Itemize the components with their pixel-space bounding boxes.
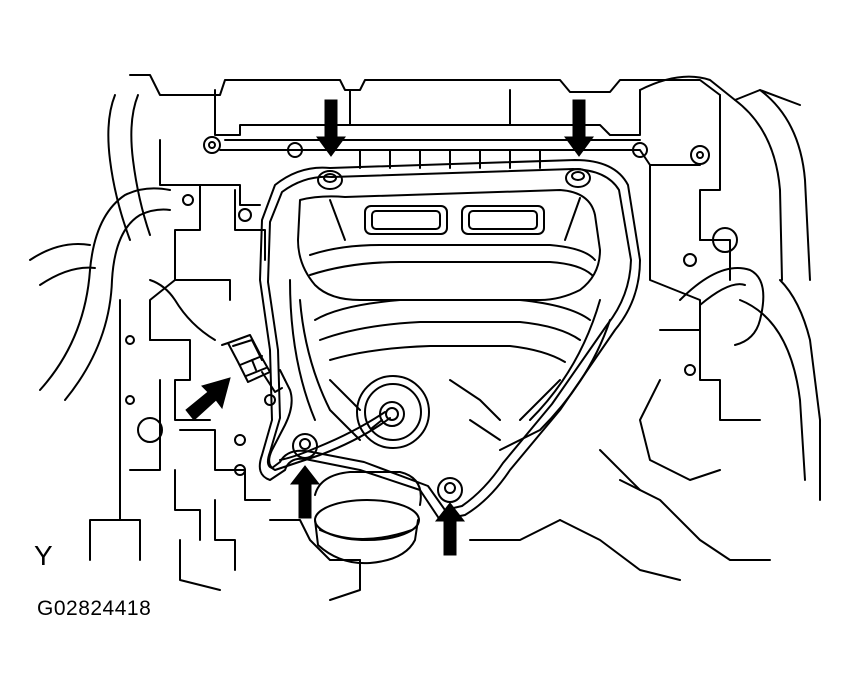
insulator-bolt-bottom-right	[437, 477, 463, 503]
arrow-down-top-left-bolt	[316, 99, 346, 157]
oxygen-sensor-boss	[356, 375, 430, 449]
exhaust-manifold-heat-insulator	[258, 159, 641, 521]
insulator-bolt-top-right	[565, 168, 591, 188]
insulator-bolt-bottom-left	[292, 433, 318, 459]
view-letter: Y	[34, 540, 53, 571]
arrow-diagonal-connector	[185, 377, 231, 421]
figure-code: G02824418	[37, 597, 152, 620]
arrow-up-bottom-left-bolt	[289, 465, 321, 519]
insulator-bolt-top-left	[317, 170, 343, 190]
exhaust-pipe-flange	[314, 471, 422, 565]
oxygen-sensor-wire	[149, 279, 391, 471]
engine-block-outline	[29, 74, 821, 601]
arrow-down-top-right-bolt	[564, 99, 594, 157]
arrow-up-bottom-right-bolt	[434, 502, 466, 556]
oxygen-sensor-connector	[221, 334, 283, 393]
